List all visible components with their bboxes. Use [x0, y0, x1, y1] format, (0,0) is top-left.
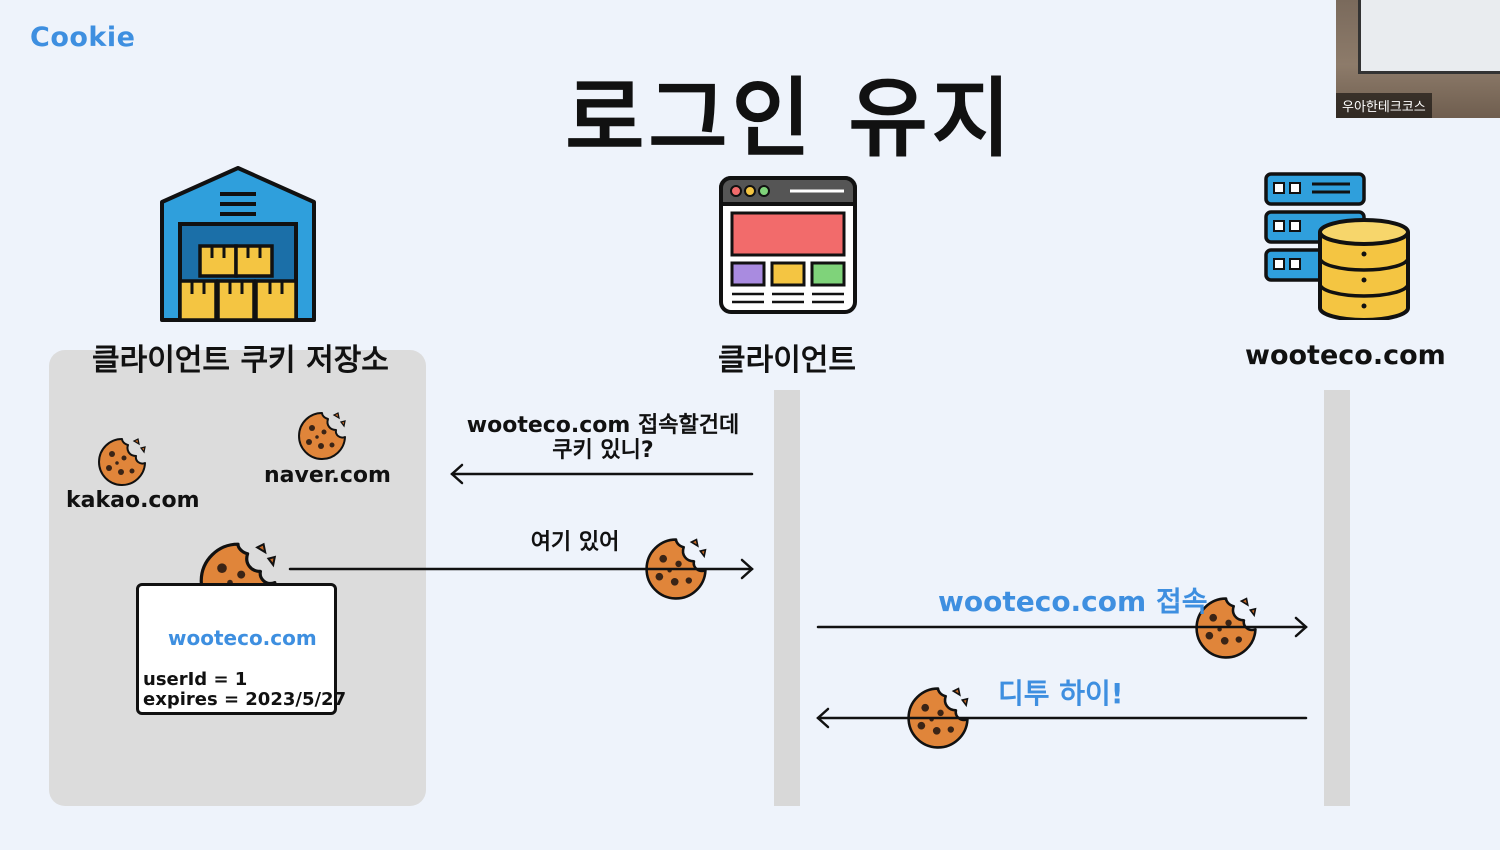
client-column-label: 클라이언트 — [718, 343, 856, 378]
webcam-caption: 우아한테크코스 — [1336, 93, 1432, 118]
page-title: 로그인 유지 — [565, 69, 1015, 169]
client-lifeline — [774, 390, 800, 806]
message-reply: 여기 있어 — [530, 530, 620, 555]
card-user-id: userId = 1 — [143, 669, 248, 690]
server-column-label: wooteco.com — [1245, 340, 1446, 371]
message-ask-line1: wooteco.com 접속할건데 — [466, 413, 740, 438]
webcam-overlay: 우아한테크코스 — [1336, 0, 1500, 118]
warehouse-icon — [160, 166, 316, 322]
message-greet: 디투 하이! — [998, 677, 1124, 710]
brand-label: Cookie — [30, 22, 136, 53]
cookie-domain-naver: naver.com — [264, 463, 391, 488]
message-connect: wooteco.com 접속 — [938, 585, 1208, 618]
browser-window-icon — [719, 176, 857, 314]
card-expires: expires = 2023/5/27 — [143, 689, 347, 710]
message-ask-line2: 쿠키 있니? — [552, 438, 654, 463]
cookie-detail-card — [136, 583, 337, 715]
message-ask-cookie: wooteco.com 접속할건데 쿠키 있니? — [452, 413, 754, 463]
card-domain: wooteco.com — [168, 626, 317, 650]
storage-column-label: 클라이언트 쿠키 저장소 — [92, 343, 389, 378]
server-database-icon — [1264, 172, 1410, 320]
server-lifeline — [1324, 390, 1350, 806]
cookie-domain-kakao: kakao.com — [66, 488, 200, 513]
webcam-screen — [1358, 0, 1500, 74]
